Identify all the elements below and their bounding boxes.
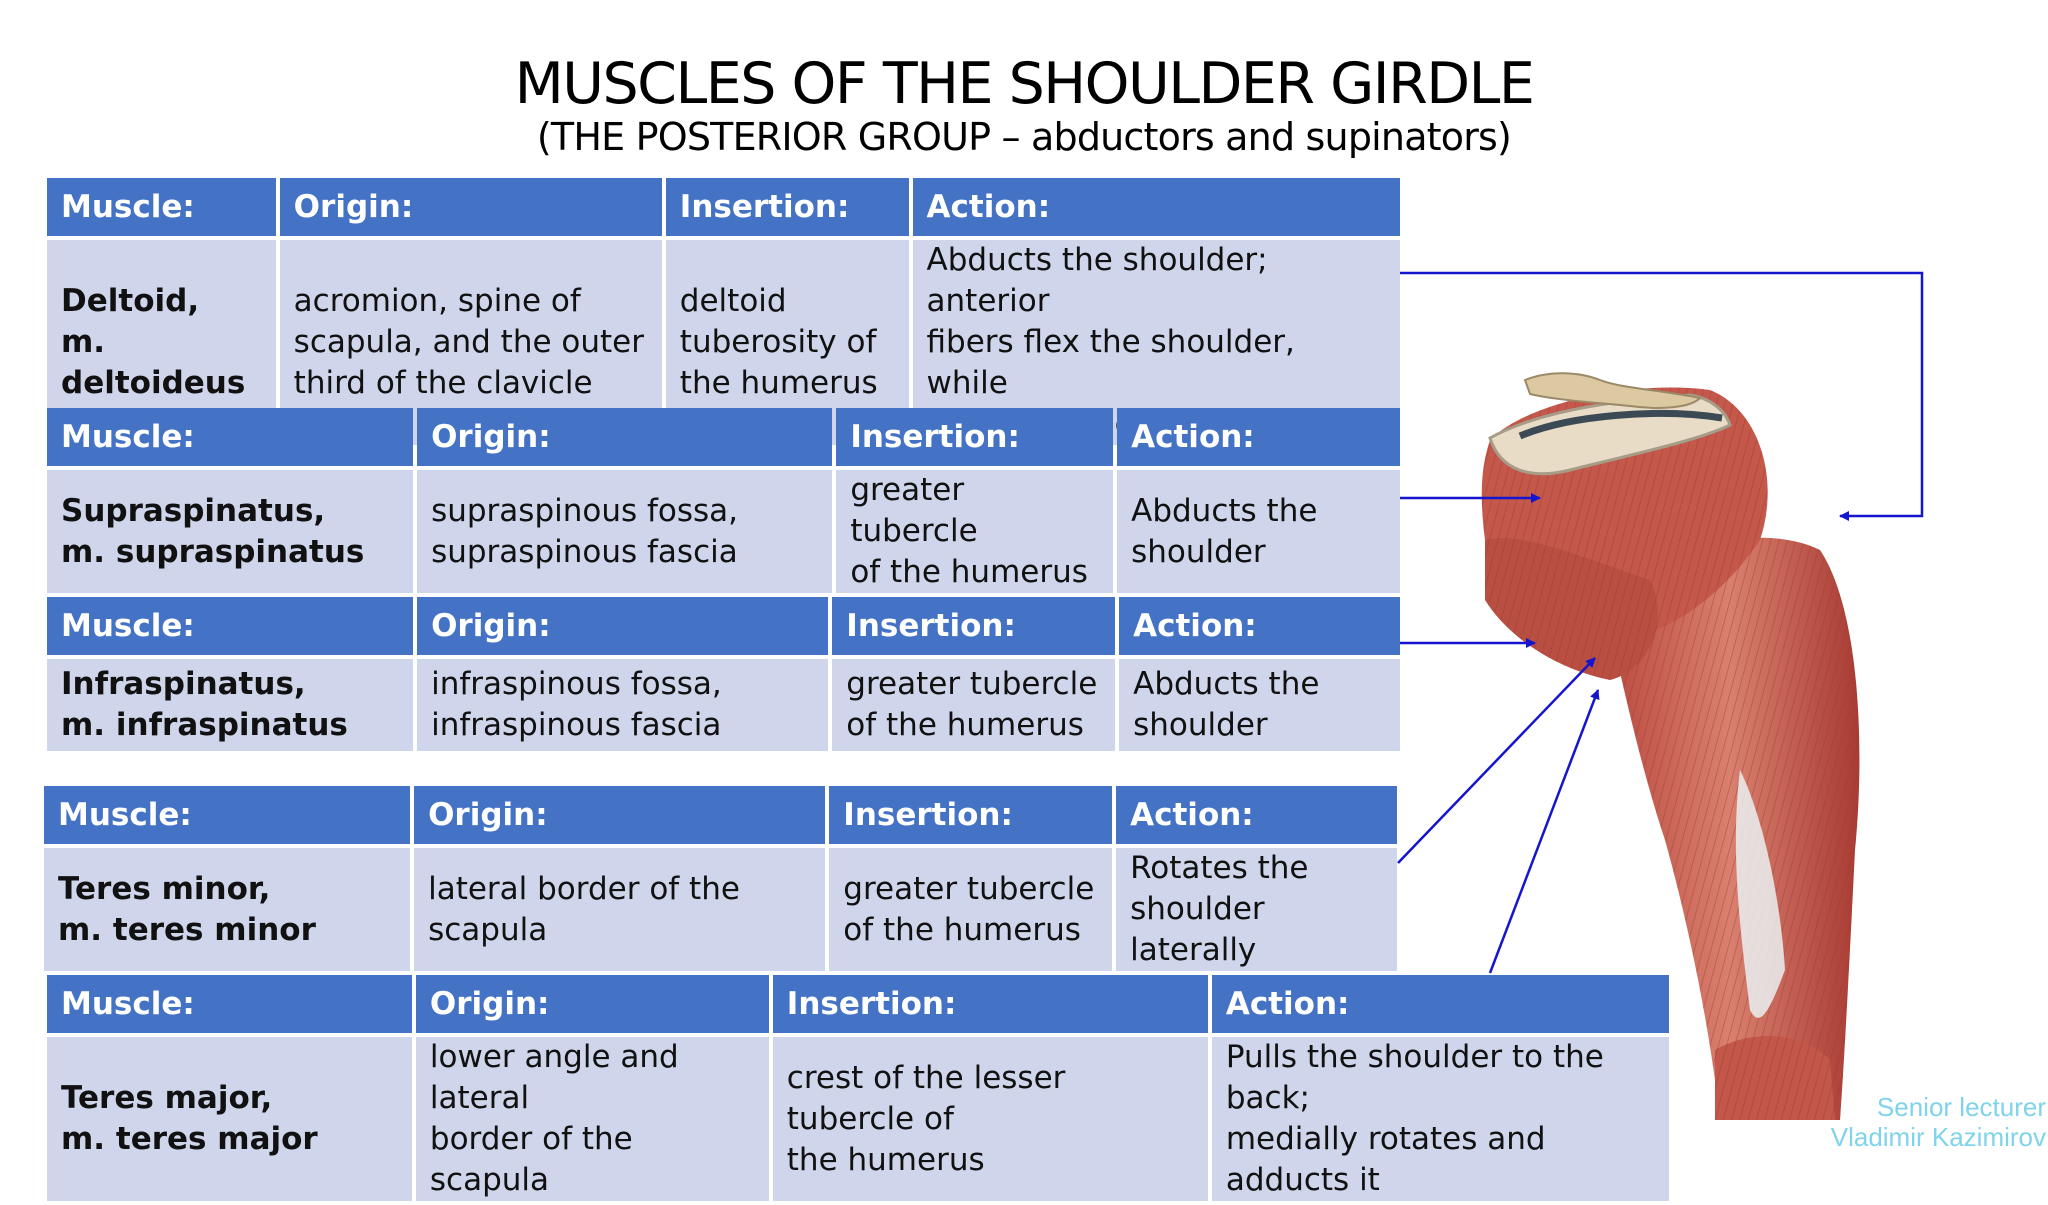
table-header-row: Muscle: Origin: Insertion: Action: <box>47 975 1669 1033</box>
header-action: Action: <box>1211 975 1669 1033</box>
muscle-name: Teres minor, m. teres minor <box>44 848 411 971</box>
header-insertion: Insertion: <box>836 408 1114 466</box>
header-origin: Origin: <box>414 786 826 844</box>
origin-cell: lower angle and lateral border of the sc… <box>415 1037 769 1201</box>
page-title: MUSCLES OF THE SHOULDER GIRDLE <box>514 51 1535 117</box>
action-cell: Abducts the shoulder <box>1117 470 1400 593</box>
header-muscle: Muscle: <box>47 408 414 466</box>
action-cell: Abducts the shoulder <box>1119 659 1400 751</box>
muscle-table-teres-minor: Muscle: Origin: Insertion: Action: Teres… <box>40 782 1401 975</box>
header-action: Action: <box>1117 408 1400 466</box>
table-row: Teres minor, m. teres minor lateral bord… <box>44 848 1397 971</box>
table-header-row: Muscle: Origin: Insertion: Action: <box>47 408 1400 466</box>
header-action: Action: <box>1119 597 1400 655</box>
header-insertion: Insertion: <box>772 975 1208 1033</box>
page-subtitle: (THE POSTERIOR GROUP – abductors and sup… <box>536 115 1512 159</box>
header-insertion: Insertion: <box>829 786 1113 844</box>
insertion-cell: greater tubercle of the humerus <box>836 470 1114 593</box>
header-insertion: Insertion: <box>665 178 909 236</box>
credit-line-1: Senior lecturer <box>1876 1092 2046 1122</box>
header-insertion: Insertion: <box>832 597 1116 655</box>
table-header-row: Muscle: Origin: Insertion: Action: <box>47 597 1400 655</box>
header-origin: Origin: <box>415 975 769 1033</box>
insertion-cell: greater tubercle of the humerus <box>829 848 1113 971</box>
muscle-name: Teres major, m. teres major <box>47 1037 412 1201</box>
muscle-table-supraspinatus: Muscle: Origin: Insertion: Action: Supra… <box>43 404 1404 597</box>
muscle-table-teres-major: Muscle: Origin: Insertion: Action: Teres… <box>43 971 1673 1205</box>
muscle-name: Supraspinatus, m. supraspinatus <box>47 470 414 593</box>
header-muscle: Muscle: <box>44 786 411 844</box>
header-muscle: Muscle: <box>47 975 412 1033</box>
header-origin: Origin: <box>417 597 829 655</box>
origin-cell: supraspinous fossa, supraspinous fascia <box>417 470 833 593</box>
header-action: Action: <box>1116 786 1397 844</box>
origin-cell: lateral border of the scapula <box>414 848 826 971</box>
muscle-table-infraspinatus: Muscle: Origin: Insertion: Action: Infra… <box>43 593 1404 755</box>
table-header-row: Muscle: Origin: Insertion: Action: <box>47 178 1400 236</box>
header-origin: Origin: <box>417 408 833 466</box>
action-cell: Rotates the shoulder laterally <box>1116 848 1397 971</box>
table-row: Teres major, m. teres major lower angle … <box>47 1037 1669 1201</box>
shoulder-anatomy-illustration <box>1481 372 1860 1120</box>
insertion-cell: crest of the lesser tubercle of the hume… <box>772 1037 1208 1201</box>
table-row: Infraspinatus, m. infraspinatus infraspi… <box>47 659 1400 751</box>
header-action: Action: <box>912 178 1400 236</box>
table-header-row: Muscle: Origin: Insertion: Action: <box>44 786 1397 844</box>
header-muscle: Muscle: <box>47 178 276 236</box>
origin-cell: infraspinous fossa, infraspinous fascia <box>417 659 829 751</box>
credit-line-2: Vladimir Kazimirov <box>1830 1122 2046 1152</box>
header-muscle: Muscle: <box>47 597 414 655</box>
table-row: Supraspinatus, m. supraspinatus supraspi… <box>47 470 1400 593</box>
header-origin: Origin: <box>279 178 662 236</box>
insertion-cell: greater tubercle of the humerus <box>832 659 1116 751</box>
muscle-name: Infraspinatus, m. infraspinatus <box>47 659 414 751</box>
